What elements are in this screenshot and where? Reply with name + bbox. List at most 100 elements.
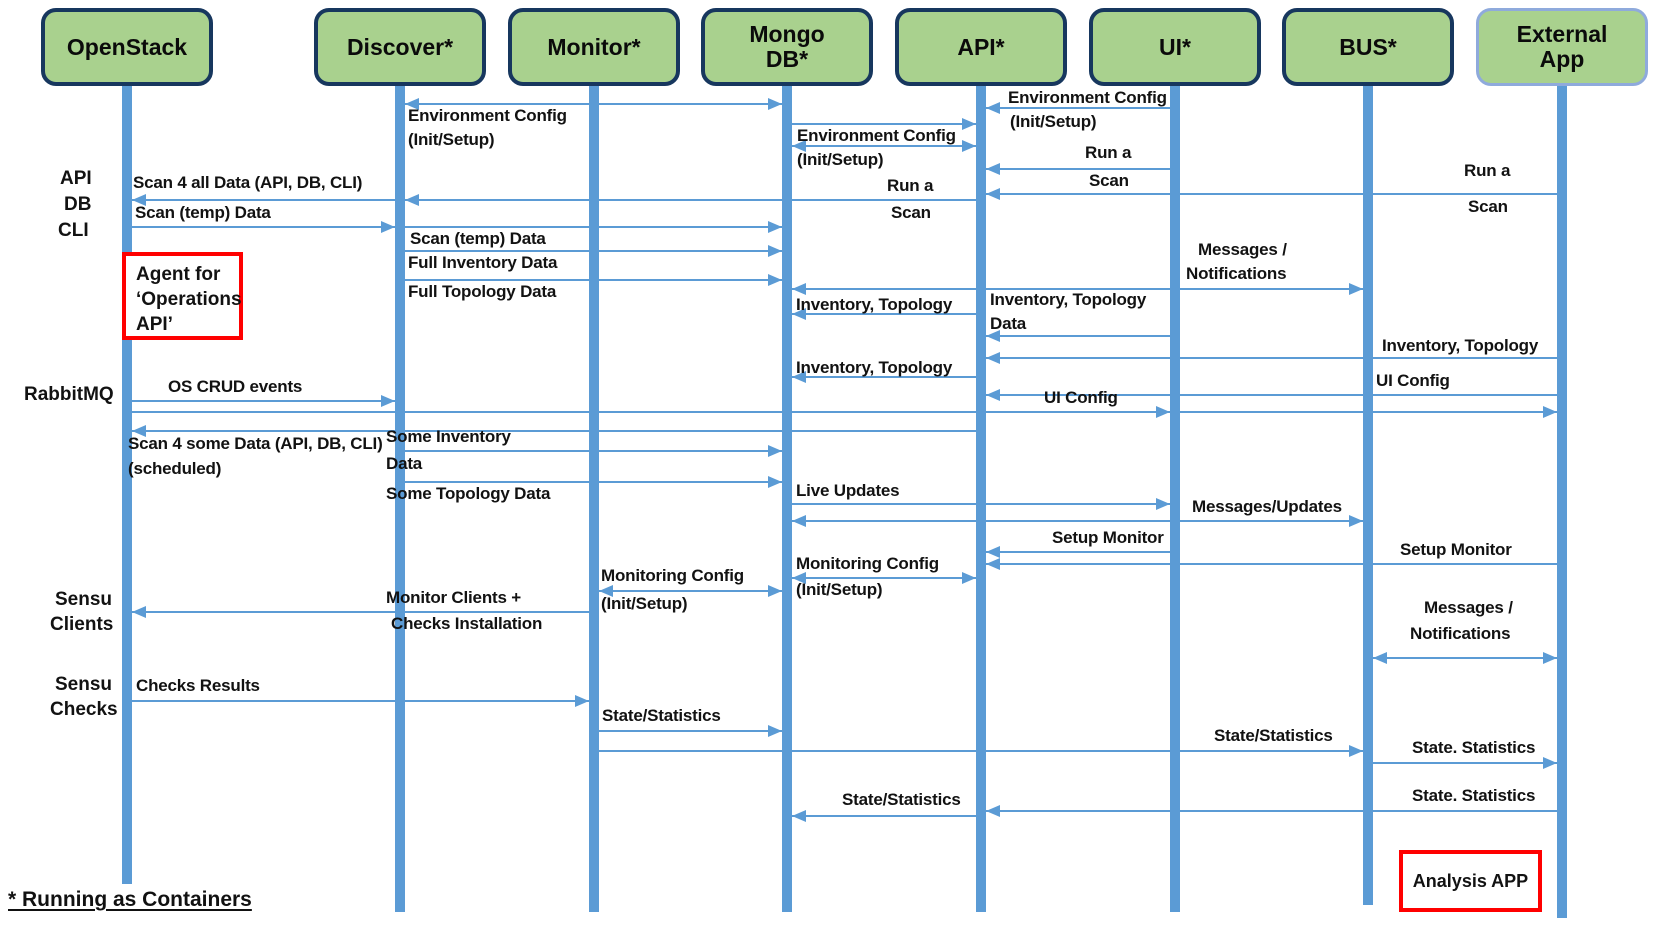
message-label: Scan 4 some Data (API, DB, CLI) <box>128 434 383 453</box>
message-line-messages-updates <box>787 520 1368 522</box>
message-line-scan-4-some-data <box>127 430 981 432</box>
message-line-run-a-scan-external-api <box>981 193 1562 195</box>
message-label: Environment Config <box>797 126 956 145</box>
message-label: UI Config <box>1044 388 1118 407</box>
message-label: Monitoring Config <box>601 566 744 585</box>
message-line-messages-notifications-bus-external <box>1368 657 1562 659</box>
message-label: State/Statistics <box>1214 726 1333 745</box>
message-label: Data <box>990 314 1027 333</box>
arrowhead-icon <box>768 221 782 233</box>
containers-note: * Running as Containers <box>8 888 252 911</box>
message-line-scan-temp-data <box>127 226 787 228</box>
arrowhead-icon <box>1349 283 1363 295</box>
arrowhead-icon <box>1543 406 1557 418</box>
message-label: (scheduled) <box>128 459 222 478</box>
message-label: State. Statistics <box>1412 786 1536 805</box>
margin-note: Clients <box>50 614 114 635</box>
margin-note: Sensu <box>55 589 113 610</box>
callout-text: API’ <box>136 314 173 335</box>
message-label: Data <box>386 454 423 473</box>
message-line-state-statistics-api-mongo <box>787 815 981 817</box>
message-label: Checks Results <box>136 676 260 695</box>
arrowhead-icon <box>986 163 1000 175</box>
arrowhead-icon <box>986 188 1000 200</box>
message-label: State/Statistics <box>842 790 961 809</box>
lifeline-monitor <box>589 86 599 912</box>
message-label: Run a <box>1085 143 1132 162</box>
message-line-monitoring-config-mongo-api <box>787 577 981 579</box>
arrowhead-icon <box>962 572 976 584</box>
callout-analysis-app: Analysis APP <box>1399 850 1542 912</box>
message-label: Messages/Updates <box>1192 497 1342 516</box>
message-label: (Init/Setup) <box>797 150 884 169</box>
actor-box-monitor: Monitor* <box>508 8 680 86</box>
actor-box-openstack: OpenStack <box>41 8 213 86</box>
callout-text: ‘Operations <box>136 289 242 310</box>
margin-note: Sensu <box>55 674 113 695</box>
actor-box-bus: BUS* <box>1282 8 1454 86</box>
arrowhead-icon <box>132 194 146 206</box>
arrowhead-icon <box>381 221 395 233</box>
message-label: Full Topology Data <box>408 282 557 301</box>
arrowhead-icon <box>986 389 1000 401</box>
message-label: (Init/Setup) <box>408 130 495 149</box>
message-line-ui-config-broadcast <box>127 411 1562 413</box>
message-line-checks-results <box>127 700 594 702</box>
actor-box-api: API* <box>895 8 1067 86</box>
callout-text: Analysis APP <box>1412 870 1529 891</box>
arrowhead-icon <box>1349 515 1363 527</box>
lifeline-bus <box>1363 86 1373 905</box>
arrowhead-icon <box>962 118 976 130</box>
message-label: Environment Config <box>1008 88 1167 107</box>
message-label: Run a <box>1464 161 1511 180</box>
arrowhead-icon <box>132 425 146 437</box>
arrowhead-icon <box>792 140 806 152</box>
arrowhead-icon <box>986 805 1000 817</box>
lifeline-mongodb <box>782 86 792 912</box>
message-line-messages-notifications-mongo-bus <box>787 288 1368 290</box>
message-label: Setup Monitor <box>1052 528 1164 547</box>
message-label: State. Statistics <box>1412 738 1536 757</box>
message-line-inventory-topology-data-ui-api <box>981 335 1175 337</box>
lifeline-api <box>976 86 986 912</box>
arrowhead-icon <box>575 695 589 707</box>
message-label: UI Config <box>1376 371 1450 390</box>
message-label: Scan 4 all Data (API, DB, CLI) <box>133 173 363 192</box>
message-label: Messages / <box>1198 240 1287 259</box>
arrowhead-icon <box>1156 498 1170 510</box>
arrowhead-icon <box>132 606 146 618</box>
message-label: Inventory, Topology <box>1382 336 1539 355</box>
message-line-env-config-mongo-api-req <box>787 123 981 125</box>
actor-box-discover: Discover* <box>314 8 486 86</box>
message-line-os-crud-events <box>127 400 400 402</box>
message-label: Inventory, Topology <box>796 358 953 377</box>
arrowhead-icon <box>792 308 806 320</box>
message-label: (Init/Setup) <box>796 580 883 599</box>
message-label: OS CRUD events <box>168 377 303 396</box>
message-label: Environment Config <box>408 106 567 125</box>
message-line-ui-config-external-api <box>981 394 1562 396</box>
arrowhead-icon <box>986 546 1000 558</box>
arrowhead-icon <box>792 283 806 295</box>
message-line-inventory-topology-external-api <box>981 357 1562 359</box>
message-label: Inventory, Topology <box>796 295 953 314</box>
callout-text: Agent for <box>136 264 221 285</box>
message-label: Scan (temp) Data <box>410 229 546 248</box>
lifeline-discover <box>395 86 405 912</box>
message-label: Notifications <box>1410 624 1511 643</box>
message-label: State/Statistics <box>602 706 721 725</box>
message-label: Scan <box>891 203 931 222</box>
message-line-env-config-ui-api <box>981 107 1175 109</box>
message-label: Setup Monitor <box>1400 540 1512 559</box>
message-line-state-statistics-external-api <box>981 810 1562 812</box>
arrowhead-icon <box>599 585 613 597</box>
lifeline-external-app <box>1557 86 1567 918</box>
lifeline-openstack <box>122 86 132 884</box>
arrowhead-icon <box>1543 757 1557 769</box>
lifeline-ui <box>1170 86 1180 912</box>
message-label: Checks Installation <box>391 614 543 633</box>
arrowhead-icon <box>792 515 806 527</box>
message-line-state-statistics-bus-external <box>1368 762 1562 764</box>
arrowhead-icon <box>986 352 1000 364</box>
